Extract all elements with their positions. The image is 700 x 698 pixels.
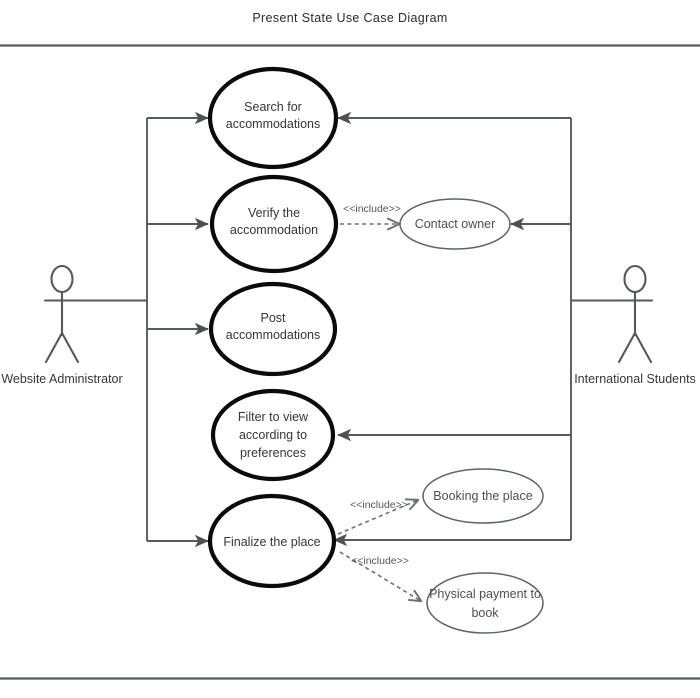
use-case-label-line-2: accommodations [226,328,321,342]
use-case-label-line-2: accommodation [230,223,318,237]
use-case-label-line-2: according to [239,428,307,442]
use-case-label-line-1: Booking the place [433,489,532,503]
use-case-label-line-1: Contact owner [415,217,496,231]
use-case-search-for-accommodations[interactable]: Search for accommodations [207,66,339,170]
use-case-shape [426,572,544,634]
use-case-shape [209,174,339,274]
use-case-label-line-1: Finalize the place [223,535,320,549]
include-label-booking: <<include>> [350,499,408,511]
use-case-contact-owner[interactable]: Contact owner [399,198,511,250]
actor-leg-left-icon [617,331,637,364]
actor-label-website-administrator: Website Administrator [1,372,122,386]
use-case-label-line-2: book [471,606,499,620]
actor-head-icon [623,264,647,294]
use-case-label-line-1: Physical payment to [429,587,541,601]
use-case-label-line-1: Filter to view [238,410,309,424]
use-case-finalize-the-place[interactable]: Finalize the place [207,493,337,589]
use-case-verify-the-accommodation[interactable]: Verify the accommodation [209,174,339,274]
include-finalize-to-payment [339,551,421,601]
actor-leg-right-icon [60,331,80,364]
use-case-label-line-2: accommodations [226,117,321,131]
actor-leg-left-icon [44,331,64,364]
use-case-label-line-3: preferences [240,446,306,460]
include-label-contact-owner: <<include>> [343,203,401,215]
actor-head-icon [50,264,74,294]
use-case-shape [422,468,544,524]
use-case-shape [210,388,336,482]
actor-website-administrator[interactable]: Website Administrator [1,264,123,386]
use-case-label-line-1: Verify the [248,206,300,220]
diagram-title: Present State Use Case Diagram [252,11,447,25]
use-case-shape [399,198,511,250]
use-case-booking-the-place[interactable]: Booking the place [422,468,544,524]
use-case-label-line-1: Search for [244,100,302,114]
use-case-physical-payment-to-book[interactable]: Physical payment to book [426,572,544,634]
use-case-shape [207,66,339,170]
actor-international-students[interactable]: International Students [574,264,696,386]
include-label-payment: <<include>> [351,555,409,567]
use-case-label-line-1: Post [260,311,286,325]
use-case-post-accommodations[interactable]: Post accommodations [208,281,338,377]
use-case-shape [208,281,338,377]
use-case-filter-to-view-according-to-preferences[interactable]: Filter to view according to preferences [210,388,336,482]
actor-label-international-students: International Students [574,372,696,386]
actor-leg-right-icon [633,331,653,364]
use-case-shape [207,493,337,589]
